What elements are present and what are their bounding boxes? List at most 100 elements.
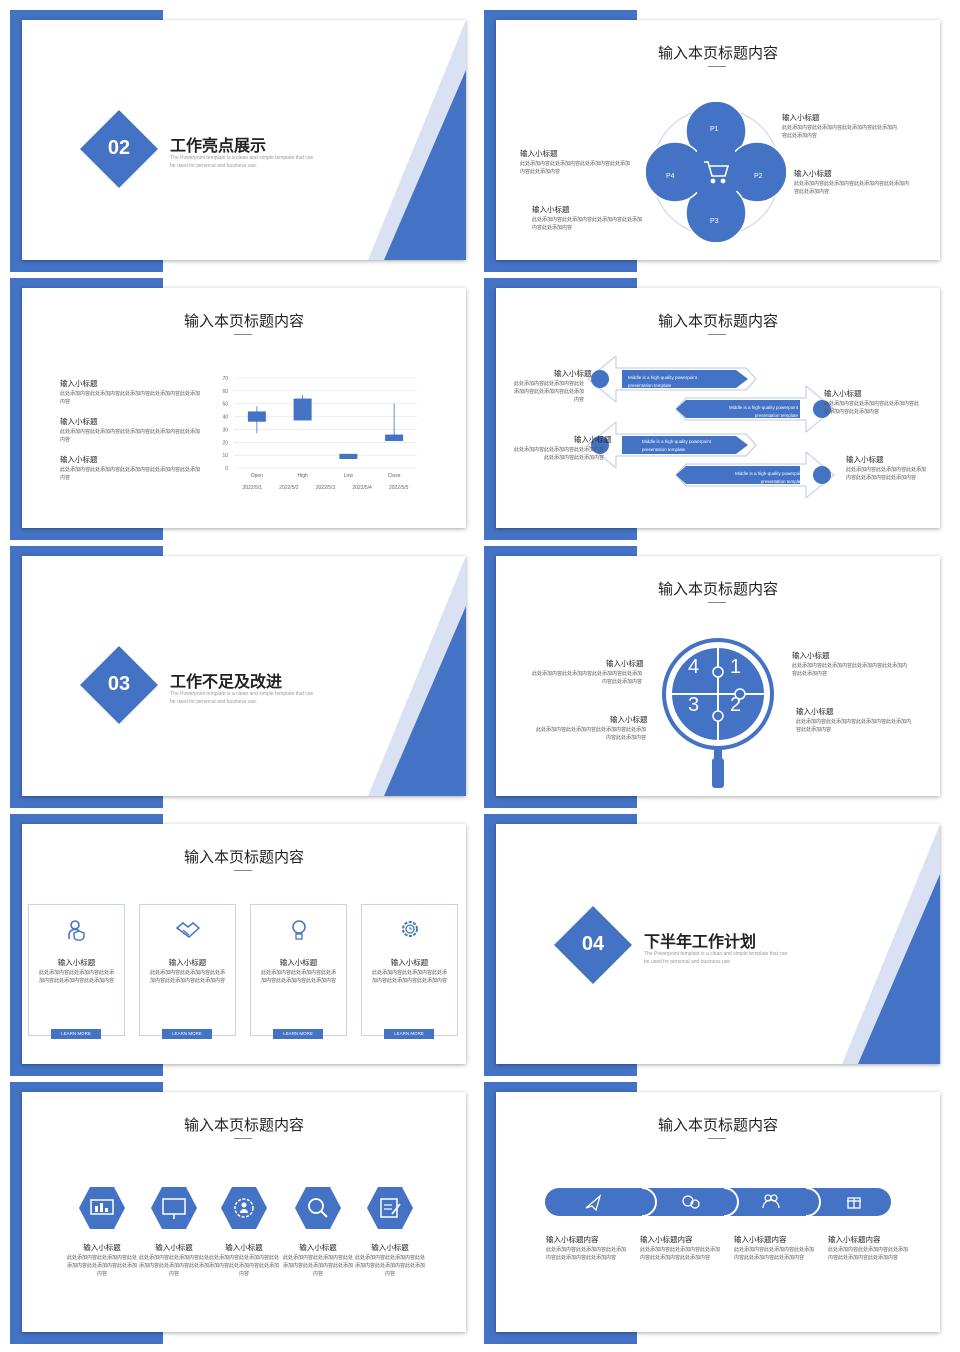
page-title: 输入本页标题内容	[657, 581, 778, 598]
arrow-text: Middle is a high-quality powerpoint pres…	[628, 375, 698, 388]
petal-p1: P1	[710, 126, 719, 133]
body-text: 此处添加内容此处添加内容此处添加内容此处添加内容此处添加内容	[824, 401, 920, 415]
paper-plane-icon	[585, 1194, 602, 1212]
candle-body	[293, 398, 312, 421]
card-text: 此处添加内容此处添加内容此处添加内容此处添加内容此处添加内容	[261, 970, 337, 984]
title-divider	[708, 1138, 726, 1139]
hex-subtitle: 输入小标题	[371, 1243, 409, 1252]
presentation-icon	[151, 1187, 197, 1229]
slide-canvas: 03 工作不足及改进 The Powerpoint template is a …	[22, 556, 466, 796]
x-date-label: 2022/5/5	[389, 485, 409, 491]
candle-body	[247, 411, 266, 422]
page-title: 输入本页标题内容	[657, 1117, 778, 1134]
diagonal-decoration	[368, 20, 466, 260]
learn-more-button[interactable]: LEARN MORE	[273, 1029, 323, 1039]
user-shield-icon	[68, 920, 85, 941]
y-tick-label: 10	[222, 453, 228, 459]
hex-subtitle: 输入小标题	[299, 1243, 337, 1252]
title-divider	[234, 334, 252, 335]
petal-p4: P4	[666, 173, 675, 180]
page-title: 输入本页标题内容	[183, 313, 304, 330]
arrow-text: Middle is a high-quality powerpoint pres…	[728, 405, 798, 418]
hex-text: 此处添加内容此处添加内容此处添加内容此处添加内容此处添加内容	[138, 1255, 209, 1277]
y-tick-label: 70	[222, 376, 228, 382]
subtitle: 输入小标题	[796, 707, 834, 716]
slide-canvas: 02 工作亮点展示 The Powerpoint template is a c…	[22, 20, 466, 260]
card-subtitle: 输入小标题	[279, 958, 318, 967]
monitor-chart-icon	[79, 1187, 125, 1229]
learn-more-button[interactable]: LEARN MORE	[51, 1029, 101, 1039]
hex-subtitle: 输入小标题	[83, 1243, 121, 1252]
puzzle-number-2: 2	[730, 694, 742, 716]
subtitle: 输入小标题	[792, 651, 830, 660]
gear-clock-icon	[402, 921, 418, 937]
section-desc: The Powerpoint template is a clean and s…	[170, 691, 314, 705]
x-date-label: 2022/5/3	[316, 485, 336, 491]
section-number: 02	[107, 137, 131, 159]
slide-canvas: 输入本页标题内容 Middle is a high-quality powerp…	[496, 288, 940, 528]
body-text: 此处添加内容此处添加内容此处添加内容此处添加内容此处添加内容	[532, 217, 643, 231]
slide-section-04: 04 下半年工作计划 The Powerpoint template is a …	[484, 814, 952, 1076]
learn-more-button[interactable]: LEARN MORE	[162, 1029, 212, 1039]
section-diamond	[80, 110, 158, 188]
handshake-icon	[176, 922, 200, 938]
chat-bubbles-icon	[682, 1195, 700, 1209]
title-divider	[708, 602, 726, 603]
subtitle: 输入小标题	[846, 455, 884, 464]
subtitle: 输入小标题	[532, 205, 570, 214]
section-desc: The Powerpoint template is a clean and s…	[170, 155, 314, 169]
timeline-text: 此处添加内容此处添加内容此处添加内容此处添加内容此处添加内容	[828, 1247, 909, 1261]
slide-canvas: 输入本页标题内容 P1 P2 P3 P4 输入小标题 此处添加内容此处添加	[496, 20, 940, 260]
arrow-diagram	[587, 356, 835, 500]
y-tick-label: 30	[222, 427, 228, 433]
subtitle: 输入小标题	[60, 417, 98, 426]
timeline-subtitle: 输入小标题内容	[734, 1235, 787, 1244]
title-divider	[234, 1138, 252, 1139]
slide-canvas: 04 下半年工作计划 The Powerpoint template is a …	[496, 824, 940, 1064]
card-text: 此处添加内容此处添加内容此处添加内容此处添加内容此处添加内容	[372, 970, 448, 984]
learn-more-button[interactable]: LEARN MORE	[384, 1029, 434, 1039]
subtitle: 输入小标题	[520, 149, 558, 158]
slide-canvas: 输入本页标题内容 输入小标题 此处添加内容此处添加内容此处添加内容此处添加内容此…	[22, 824, 466, 1064]
users-icon	[762, 1194, 780, 1209]
slide-section-03: 03 工作不足及改进 The Powerpoint template is a …	[10, 546, 478, 808]
subtitle: 输入小标题	[794, 169, 832, 178]
database-icon	[591, 436, 609, 454]
hex-text: 此处添加内容此处添加内容此处添加内容此处添加内容此处添加内容	[354, 1255, 425, 1277]
petal-p3: P3	[710, 218, 719, 225]
hex-text: 此处添加内容此处添加内容此处添加内容此处添加内容此处添加内容	[282, 1255, 353, 1277]
subtitle: 输入小标题	[60, 455, 98, 464]
y-tick-label: 20	[222, 440, 228, 446]
cart-icon	[704, 161, 730, 184]
section-desc: The Powerpoint template is a clean and s…	[644, 951, 788, 965]
puzzle-number-3: 3	[688, 694, 700, 716]
x-category-label: Open	[251, 473, 263, 479]
x-category-label: Close	[388, 473, 401, 479]
slide-arrows: 输入本页标题内容 Middle is a high-quality powerp…	[484, 278, 952, 540]
hex-text: 此处添加内容此处添加内容此处添加内容此处添加内容此处添加内容	[208, 1255, 279, 1277]
diagonal-decoration	[842, 824, 940, 1064]
slide-chart: 输入本页标题内容 输入小标题 此处添加内容此处添加内容此处添加内容此处添加内容此…	[10, 278, 478, 540]
globe-icon	[813, 466, 831, 484]
feature-card: 输入小标题 此处添加内容此处添加内容此处添加内容此处添加内容此处添加内容 LEA…	[139, 904, 236, 1039]
card-subtitle: 输入小标题	[57, 958, 96, 967]
edit-document-icon	[367, 1187, 413, 1229]
subtitle: 输入小标题	[574, 435, 612, 444]
magnifier-puzzle	[662, 638, 774, 788]
candle-body	[339, 453, 358, 459]
subtitle: 输入小标题	[554, 369, 592, 378]
card-subtitle: 输入小标题	[168, 958, 207, 967]
hex-subtitle: 输入小标题	[225, 1243, 263, 1252]
slide-canvas: 输入本页标题内容 4 1 3 2 输入小标题 此处添加内容此处添加内容此处添加内…	[496, 556, 940, 796]
gift-icon	[847, 1197, 861, 1209]
subtitle: 输入小标题	[60, 379, 98, 388]
title-divider	[708, 66, 726, 67]
diagonal-decoration	[368, 556, 466, 796]
section-number: 03	[107, 673, 131, 695]
body-text: 此处添加内容此处添加内容此处添加内容此处添加内容此处添加内容	[535, 727, 646, 741]
timeline-text: 此处添加内容此处添加内容此处添加内容此处添加内容此处添加内容	[546, 1247, 627, 1261]
x-date-label: 2022/5/4	[352, 485, 372, 491]
body-text: 此处添加内容此处添加内容此处添加内容此处添加内容此处添加内容	[531, 671, 642, 685]
section-title: 下半年工作计划	[644, 934, 757, 951]
